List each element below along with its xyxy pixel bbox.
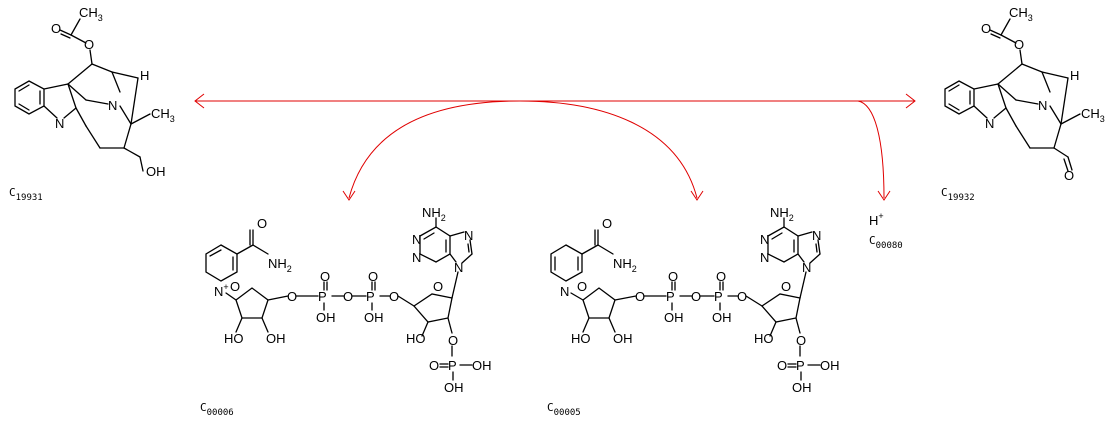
svg-text:O: O (777, 358, 787, 373)
c19931-n-bridge: N (108, 98, 117, 113)
svg-text:N: N (812, 228, 821, 243)
svg-text:O: O (257, 216, 267, 231)
svg-text:O: O (1064, 168, 1074, 183)
svg-text:O: O (691, 289, 701, 304)
svg-text:O: O (602, 216, 612, 231)
svg-text:O: O (433, 279, 443, 294)
svg-text:N: N (760, 232, 769, 247)
c00005-oh-b: OH (613, 331, 633, 346)
c19931-methyl: CH3 (151, 106, 175, 124)
c00080-id: C00080 (869, 234, 903, 251)
svg-text:N: N (464, 228, 473, 243)
svg-text:O: O (230, 279, 240, 294)
compound-c19932: CH3 O O H N N CH3 O C19932 (941, 5, 1105, 203)
c00006-n-plus: N+ (214, 282, 229, 299)
c19931-bonds (14, 18, 151, 172)
c00006-id: C00006 (200, 401, 234, 418)
c00006-p-oh1: OH (316, 310, 336, 325)
svg-text:N: N (412, 232, 421, 247)
c00006-nh2-amide: NH2 (268, 256, 292, 274)
compound-c00006: O NH2 N+ O HO OH O P O OH O P O OH O O H… (200, 205, 492, 418)
svg-text:O: O (343, 289, 353, 304)
svg-text:O: O (389, 289, 399, 304)
c19932-id: C19932 (941, 186, 975, 203)
svg-text:O: O (635, 289, 645, 304)
svg-text:P: P (318, 289, 327, 304)
svg-text:O: O (429, 358, 439, 373)
cofactor-arrowhead-right (690, 190, 704, 201)
svg-text:O: O (448, 333, 458, 348)
c19932-bonds (944, 18, 1081, 172)
svg-text:O: O (84, 37, 94, 52)
c00005-ho-a: HO (571, 331, 591, 346)
svg-text:O: O (737, 289, 747, 304)
cofactor-arrow (348, 100, 698, 199)
cofactor-arrowhead-left (342, 190, 356, 201)
c00005-p-oh1: OH (664, 310, 684, 325)
c00005-n-dihydro: N (560, 284, 569, 299)
c00005-ho-c: HO (754, 331, 774, 346)
c00006-phos-oh1: OH (472, 358, 492, 373)
svg-text:O: O (51, 21, 61, 36)
compound-c00080: H+ C00080 (869, 211, 903, 251)
c19931-ch3-top: CH3 (79, 5, 103, 23)
svg-text:O: O (981, 21, 991, 36)
c00080-formula: H+ (869, 211, 884, 228)
c00006-p-oh2: OH (364, 310, 384, 325)
svg-text:P: P (796, 358, 805, 373)
svg-text:P: P (666, 289, 675, 304)
svg-text:O: O (781, 279, 791, 294)
c00006-phos-oh2: OH (444, 380, 464, 395)
c00005-nh2-amide: NH2 (613, 256, 637, 274)
c00005-id: C00005 (547, 401, 581, 418)
c00006-nh2-adenine: NH2 (422, 205, 446, 223)
reaction-arrows (194, 93, 916, 201)
svg-text:O: O (368, 269, 378, 284)
c19932-n-ring: N (985, 116, 994, 131)
c19932-n-bridge: N (1038, 98, 1047, 113)
c00005-p-oh2: OH (712, 310, 732, 325)
proton-arrowhead (877, 190, 891, 201)
c00006-oh-b: OH (266, 331, 286, 346)
svg-text:P: P (448, 358, 457, 373)
c00006-bonds (205, 217, 473, 381)
svg-text:N: N (412, 250, 421, 265)
c19932-methyl: CH3 (1081, 106, 1105, 124)
svg-text:N: N (454, 260, 463, 275)
c00005-bonds (550, 217, 821, 381)
c19931-oh: OH (146, 164, 166, 179)
svg-text:P: P (714, 289, 723, 304)
svg-text:O: O (716, 269, 726, 284)
c19932-h-label: H (1070, 68, 1079, 83)
compound-c19931: CH3 O O H N N CH3 OH C19931 (9, 5, 175, 203)
main-arrowhead-left (194, 93, 205, 109)
svg-text:O: O (577, 279, 587, 294)
main-arrowhead-right (905, 93, 916, 109)
c19931-h-label: H (140, 68, 149, 83)
proton-arrow (857, 100, 885, 199)
c19932-ch3-top: CH3 (1009, 5, 1033, 23)
c00005-phos-oh2: OH (792, 380, 812, 395)
c00005-phos-oh1: OH (820, 358, 840, 373)
c19931-id: C19931 (9, 186, 43, 203)
svg-text:N: N (802, 260, 811, 275)
c19931-n-ring: N (55, 116, 64, 131)
svg-text:O: O (796, 333, 806, 348)
svg-text:P: P (366, 289, 375, 304)
svg-text:O: O (287, 289, 297, 304)
svg-text:O: O (320, 269, 330, 284)
c00006-ho-c: HO (406, 331, 426, 346)
compound-c00005: O NH2 N O HO OH O P O OH O P O OH O O HO… (547, 205, 840, 418)
svg-text:O: O (1014, 37, 1024, 52)
svg-text:O: O (668, 269, 678, 284)
c00005-nh2-adenine: NH2 (770, 205, 794, 223)
svg-text:N: N (760, 250, 769, 265)
c00006-ho-a: HO (224, 331, 244, 346)
